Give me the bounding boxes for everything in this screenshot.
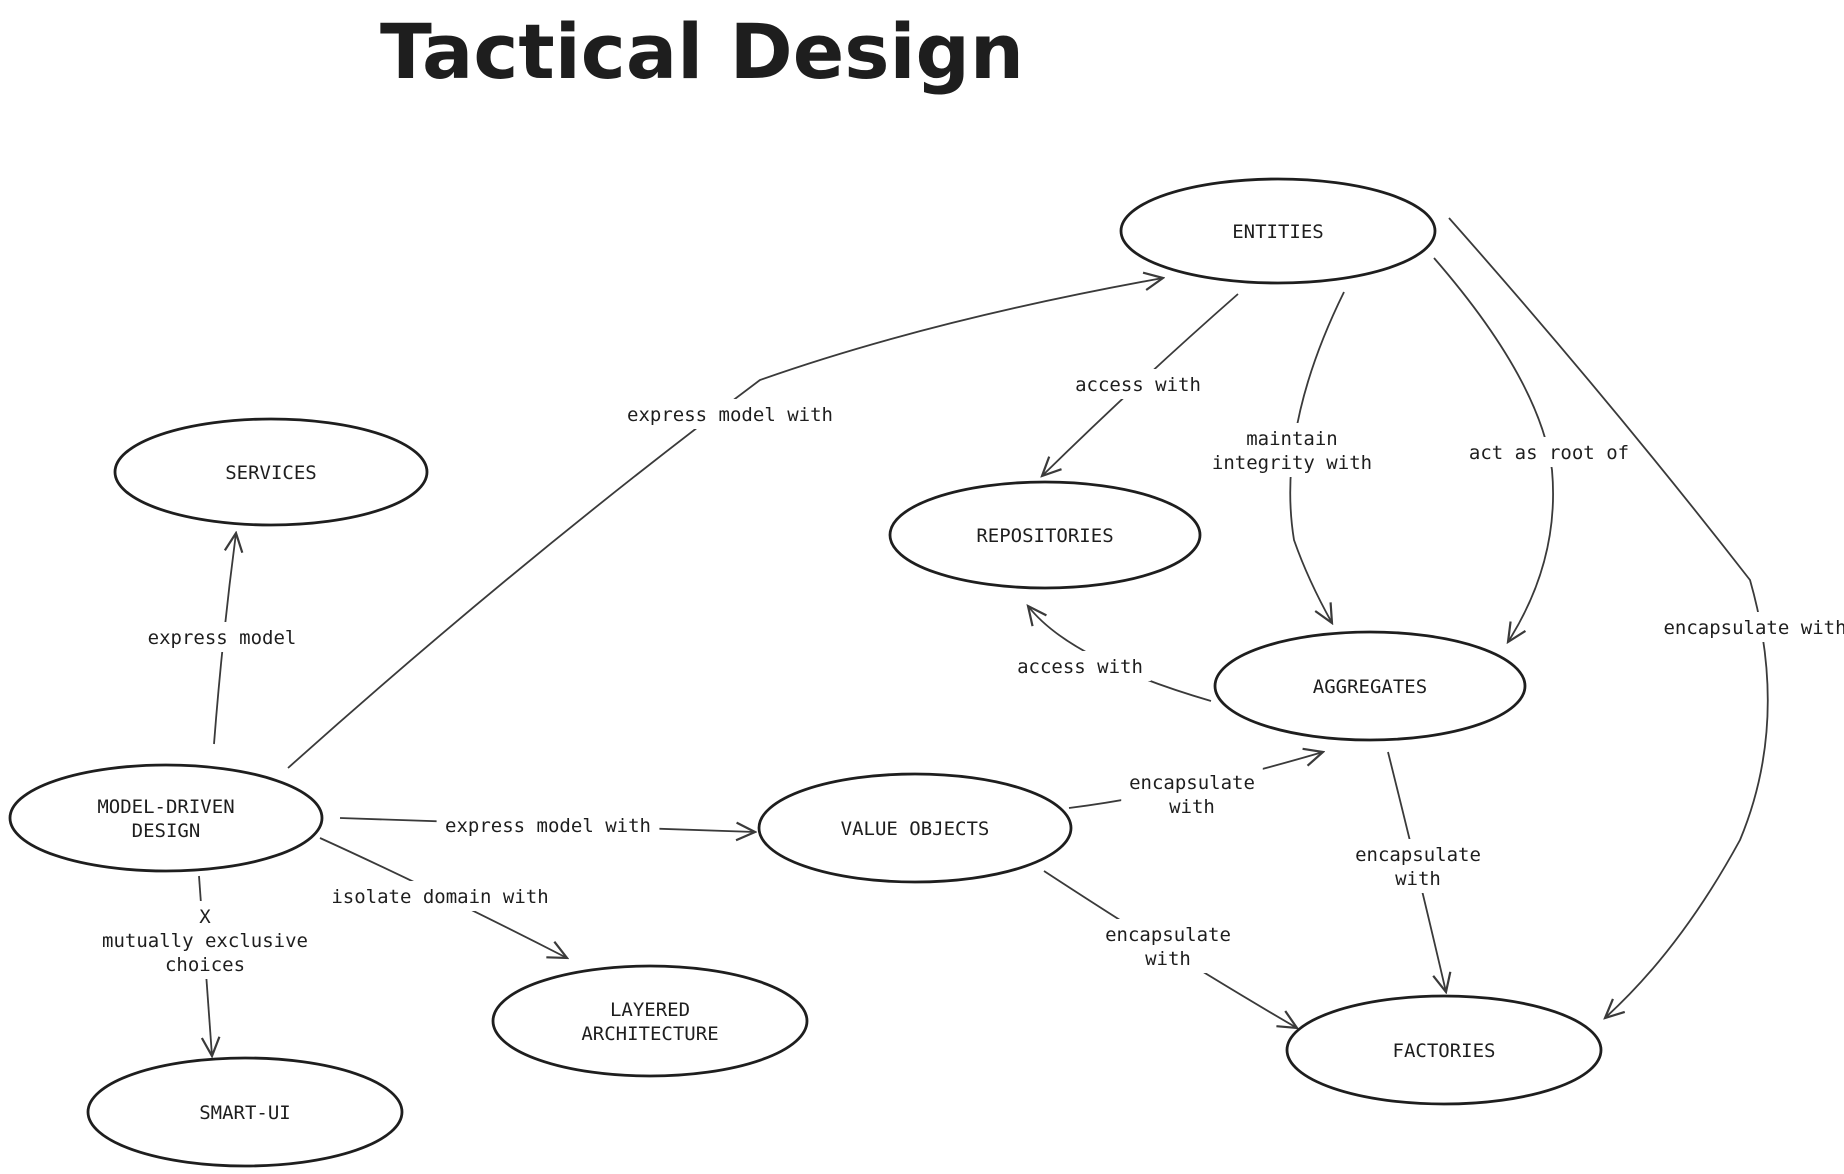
edge-mdd-to-layered-label: isolate domain with (331, 886, 548, 908)
edge-value-objects-to-aggregates-label: with (1169, 796, 1215, 818)
edge-mdd-to-entities-label-bg (618, 399, 842, 429)
edge-entities-to-aggregates-root-line (1433, 257, 1554, 642)
node-repositories-label: REPOSITORIES (976, 525, 1113, 547)
node-services-label: SERVICES (225, 462, 317, 484)
edge-entities-to-aggregates-integrity-line (1289, 291, 1345, 623)
node-services-ellipse (113, 417, 429, 527)
edge-mdd-to-services-label-bg (139, 622, 305, 652)
node-smart-ui-ellipse (86, 1056, 404, 1168)
edge-mdd-to-value-objects-label: express model with (445, 815, 651, 837)
edge-entities-to-repositories-label-bg (1067, 369, 1209, 399)
edge-entities-to-factories-label: encapsulate with (1663, 617, 1844, 639)
edge-mdd-to-value-objects-label-bg (436, 810, 660, 840)
node-services: SERVICES (113, 417, 429, 527)
node-layered-architecture-ellipse (491, 964, 809, 1078)
diagram-title: Tactical Design (380, 7, 1024, 96)
node-model-driven-design-ellipse (8, 763, 324, 873)
node-smart-ui: SMART-UI (86, 1056, 404, 1168)
edge-mdd-to-services: express model (139, 533, 305, 745)
node-value-objects-label: VALUE OBJECTS (841, 818, 990, 840)
edge-aggregates-to-factories-label-bg (1347, 839, 1489, 893)
edge-mdd-to-layered-label-bg (322, 881, 558, 911)
edge-entities-to-aggregates-root-label: act as root of (1469, 442, 1629, 464)
node-model-driven-design-label: DESIGN (132, 820, 201, 842)
edges-layer: express model with express model express m… (93, 217, 1844, 1056)
edge-value-objects-to-factories-label: encapsulate (1105, 924, 1231, 946)
node-aggregates-label: AGGREGATES (1313, 676, 1427, 698)
edge-value-objects-to-aggregates-label-bg (1121, 767, 1263, 821)
edge-aggregates-to-repositories-label: access with (1017, 656, 1143, 678)
node-entities-label: ENTITIES (1232, 221, 1324, 243)
node-repositories: REPOSITORIES (888, 480, 1202, 590)
node-factories-label: FACTORIES (1393, 1040, 1496, 1062)
edge-mdd-to-value-objects: express model with (339, 810, 755, 840)
edge-aggregates-to-repositories-label-bg (1009, 651, 1151, 681)
edge-entities-to-factories-line (1448, 217, 1769, 1018)
edge-mdd-to-layered: isolate domain with (319, 837, 567, 958)
edge-aggregates-to-factories-label: encapsulate (1355, 844, 1481, 866)
node-model-driven-design-label: MODEL-DRIVEN (97, 796, 234, 818)
node-layered-architecture-label: LAYERED (610, 999, 690, 1021)
edge-value-objects-to-factories-label: with (1145, 948, 1191, 970)
edge-mdd-to-smart-ui-label: X (199, 906, 211, 928)
edge-value-objects-to-factories-label-bg (1097, 919, 1239, 973)
edge-aggregates-to-repositories: access with (1009, 606, 1212, 702)
edge-entities-to-aggregates-integrity-label-bg (1203, 423, 1381, 477)
node-layered-architecture-label: ARCHITECTURE (581, 1023, 718, 1045)
nodes-layer: ENTITIES SERVICES REPOSITORIES AGGREGATES MO… (8, 177, 1603, 1168)
edge-entities-to-factories: encapsulate with (1448, 217, 1844, 1018)
edge-entities-to-aggregates-root-label-bg (1460, 437, 1638, 467)
edge-entities-to-aggregates-root: act as root of (1433, 257, 1638, 642)
edge-value-objects-to-aggregates-label: encapsulate (1129, 772, 1255, 794)
edge-mdd-to-smart-ui-label: choices (165, 954, 245, 976)
edge-mdd-to-entities-label: express model with (627, 404, 833, 426)
node-factories-ellipse (1285, 994, 1603, 1106)
node-repositories-ellipse (888, 480, 1202, 590)
node-value-objects-ellipse (757, 772, 1073, 884)
edge-aggregates-to-factories-label: with (1395, 868, 1441, 890)
edge-mdd-to-entities: express model with (287, 278, 1163, 769)
edge-entities-to-repositories: access with (1042, 293, 1239, 476)
edge-entities-to-factories-label-bg (1655, 612, 1844, 642)
node-aggregates-ellipse (1213, 630, 1527, 742)
edge-mdd-to-smart-ui-label-bg (93, 901, 317, 979)
edge-mdd-to-services-label: express model (148, 627, 297, 649)
node-value-objects: VALUE OBJECTS (757, 772, 1073, 884)
node-entities: ENTITIES (1119, 177, 1437, 285)
node-aggregates: AGGREGATES (1213, 630, 1527, 742)
edge-entities-to-repositories-label: access with (1075, 374, 1201, 396)
node-entities-ellipse (1119, 177, 1437, 285)
edge-mdd-to-smart-ui-label: mutually exclusive (102, 930, 308, 952)
node-smart-ui-label: SMART-UI (199, 1102, 291, 1124)
edge-entities-to-aggregates-integrity-label: maintain (1246, 428, 1338, 450)
edge-entities-to-aggregates-integrity-label: integrity with (1212, 452, 1372, 474)
node-factories: FACTORIES (1285, 994, 1603, 1106)
edge-mdd-to-entities-line (287, 278, 1163, 769)
